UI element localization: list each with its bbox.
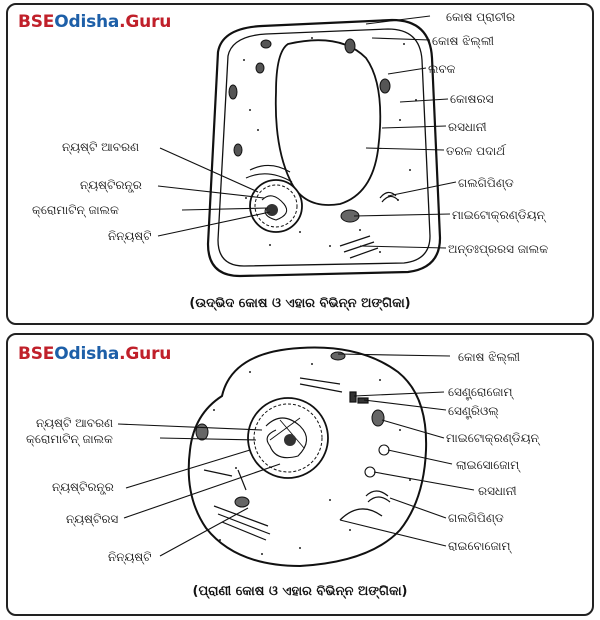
plant-label-chromatin: କ୍ରୋମାଟିନ୍ ଜାଲକ xyxy=(32,203,119,217)
animal-vacuole xyxy=(364,466,376,478)
animal-cytoplasm-dots xyxy=(213,363,411,555)
animal-label-centrosome: ସେଣ୍ଟ୍ରୋଜୋମ୍ xyxy=(448,385,513,399)
plant-label-plastid: ଲବକ xyxy=(428,62,456,76)
plant-label-vacuole: ରସଧାନୀ xyxy=(448,120,487,134)
animal-golgi xyxy=(365,490,391,503)
brand-logo-2: BSEOdisha.Guru xyxy=(18,344,172,364)
plant-label-nuclear-envelope: ନ୍ୟଷ୍ଟି ଆବରଣ xyxy=(62,140,140,154)
animal-label-nucleoplasm: ନ୍ୟଷ୍ଟିରସ xyxy=(66,512,119,526)
animal-caption: (ପ୍ରାଣୀ କୋଷ ଓ ଏହାର ବିଭିନ୍ନ ଅଙ୍ଗିକା) xyxy=(192,584,408,599)
animal-label-vacuole: ରସଧାନୀ xyxy=(478,484,517,498)
plant-cell-membrane xyxy=(217,28,431,267)
plant-label-nucleolus: ନିନ୍ୟଷ୍ଟି xyxy=(108,229,152,243)
plant-label-golgi: ଗଲଗିପିଣ୍ଡ xyxy=(458,176,514,190)
animal-label-ribosome: ରାଇବୋଜୋମ୍ xyxy=(448,539,511,553)
plant-plastids xyxy=(228,38,391,157)
plant-vacuole xyxy=(274,39,382,206)
animal-label-nucleolus: ନିନ୍ୟଷ୍ଟି xyxy=(108,550,152,564)
animal-label-cell-membrane: କୋଷ ଝିଲ୍ଲୀ xyxy=(458,350,520,364)
animal-label-mitochondria: ମାଇଟୋକ୍ରଣ୍ଡିୟନ୍ xyxy=(446,431,539,445)
animal-label-lysosome: ଲାଇସୋଜୋମ୍ xyxy=(456,458,520,472)
plant-label-nuclear-pore: ନ୍ୟଷ୍ଟିରନ୍ଧ୍ର xyxy=(80,178,142,192)
animal-leader-lines xyxy=(117,353,475,557)
plant-label-cytoplasm: କୋଷରସ xyxy=(450,92,494,106)
brand-logo: BSEOdisha.Guru xyxy=(18,12,172,32)
plant-nucleus xyxy=(249,179,303,233)
animal-er xyxy=(203,377,343,541)
animal-label-nuclear-envelope: ନ୍ୟଷ୍ଟି ଆବରଣ xyxy=(36,416,114,430)
animal-lysosome xyxy=(378,444,390,456)
plant-label-cell-membrane: କୋଷ ଝିଲ୍ଲୀ xyxy=(432,34,494,48)
plant-er xyxy=(245,164,379,259)
plant-label-er: ଅନ୍ତଃପ୍ରରସ ଜାଲକ xyxy=(448,242,549,256)
animal-label-golgi: ଗଲଗିପିଣ୍ଡ xyxy=(448,511,504,525)
plant-leader-lines xyxy=(157,15,457,249)
animal-label-nuclear-pore: ନ୍ୟଷ୍ଟିରନ୍ଧ୍ର xyxy=(52,480,114,494)
animal-nucleus xyxy=(247,397,329,479)
plant-label-mitochondria: ମାଇଟୋକ୍ରଣ୍ଡିୟନ୍ xyxy=(452,208,545,222)
plant-label-fluid: ତରଳ ପଦାର୍ଥ xyxy=(446,144,506,158)
plant-cell-wall xyxy=(206,18,442,278)
plant-label-cell-wall: କୋଷ ପ୍ରାଚୀର xyxy=(446,10,516,24)
animal-label-chromatin: କ୍ରୋମାଟିନ୍ ଜାଲକ xyxy=(26,432,113,446)
animal-label-centriole: ସେଣ୍ଟ୍ରିଓଲ୍ xyxy=(448,404,499,418)
plant-caption: (ଉଦ୍ଭିଦ କୋଷ ଓ ଏହାର ବିଭିନ୍ନ ଅଙ୍ଗିକା) xyxy=(189,296,411,311)
